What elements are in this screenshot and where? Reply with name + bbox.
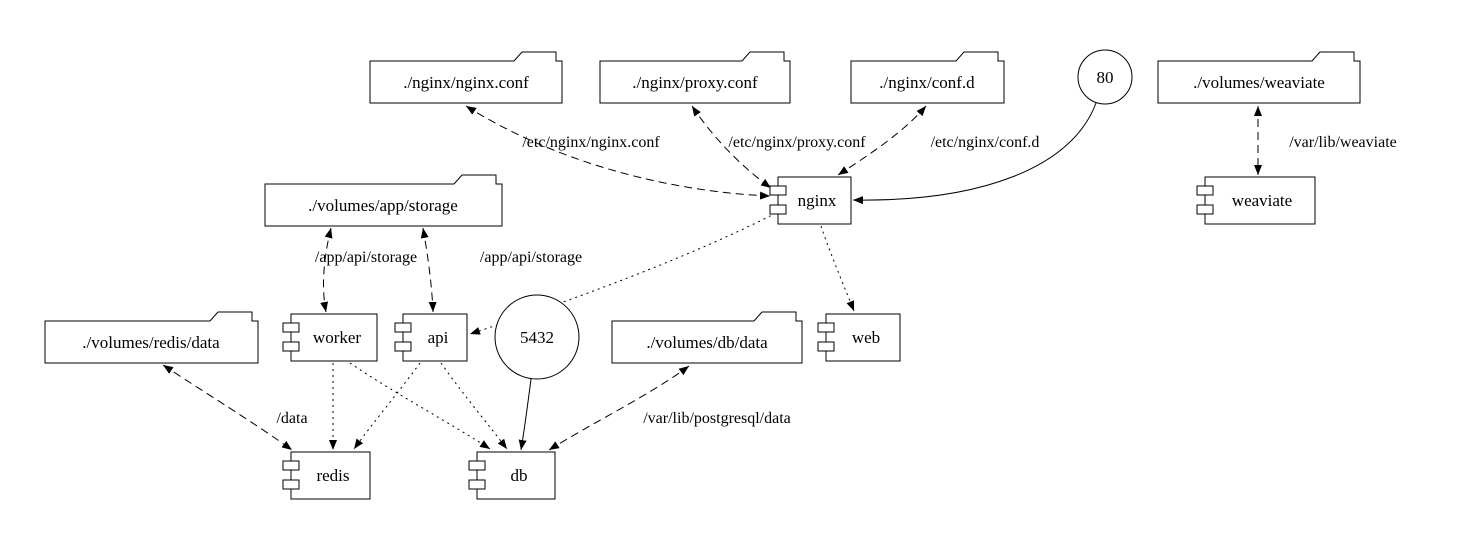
edge-api-to-app-storage [420, 227, 437, 313]
component-tab [1196, 185, 1214, 196]
node-redis: redis [282, 451, 371, 500]
node-redis-data: ./volumes/redis/data [44, 311, 259, 364]
component-tab [468, 479, 486, 490]
node-nginx: nginx [769, 176, 852, 225]
node-label: ./volumes/db/data [646, 333, 768, 352]
node-label: 5432 [520, 328, 554, 347]
folder-shape [369, 51, 563, 104]
node-label: weaviate [1232, 191, 1292, 210]
edge-nginx-to-web [820, 225, 855, 312]
node-web: web [817, 313, 901, 362]
edge-label: /etc/nginx/proxy.conf [728, 134, 866, 151]
folder-shape [264, 174, 503, 227]
component-tab [394, 322, 412, 333]
component-tab [769, 204, 787, 215]
component-tab [282, 341, 300, 352]
node-label: ./volumes/weaviate [1193, 73, 1325, 92]
node-worker: worker [282, 313, 378, 362]
node-weaviate: weaviate [1196, 176, 1316, 225]
node-port-80: 80 [1077, 49, 1133, 105]
component-shape [290, 451, 371, 500]
component-shape [825, 313, 901, 362]
node-api: api [394, 313, 468, 362]
folder-shape [1157, 51, 1361, 104]
node-app-storage: ./volumes/app/storage [264, 174, 503, 227]
node-label: nginx [798, 191, 837, 210]
component-tab [1196, 204, 1214, 215]
component-tab [282, 460, 300, 471]
node-label: ./nginx/proxy.conf [632, 73, 758, 92]
edge-api-to-redis [353, 362, 421, 450]
component-shape [476, 451, 556, 500]
node-label: api [428, 328, 449, 347]
component-tab [282, 322, 300, 333]
edge-label: /etc/nginx/nginx.conf [522, 134, 660, 151]
node-label: ./nginx/nginx.conf [403, 73, 529, 92]
edge-nginx-to-proxy-conf [691, 105, 772, 189]
edge-labels-layer: /etc/nginx/nginx.conf /etc/nginx/proxy.c… [276, 134, 1396, 427]
component-tab [817, 322, 835, 333]
edges-layer [162, 102, 1262, 451]
component-shape [402, 313, 468, 362]
node-port-5432: 5432 [494, 294, 580, 380]
edge-db-to-volume [548, 365, 690, 451]
folder-shape [599, 51, 791, 104]
node-label: worker [313, 328, 361, 347]
edge-label: /var/lib/postgresql/data [643, 410, 791, 427]
node-proxy-conf: ./nginx/proxy.conf [599, 51, 791, 104]
node-label: ./volumes/app/storage [308, 196, 458, 215]
edge-redis-to-volume [162, 364, 293, 451]
node-label: web [852, 328, 880, 347]
component-shape [1204, 176, 1316, 225]
component-tab [394, 341, 412, 352]
edge-port80-to-nginx [852, 102, 1097, 205]
node-nginx-conf: ./nginx/nginx.conf [369, 51, 563, 104]
node-conf-d: ./nginx/conf.d [850, 51, 1005, 104]
edge-label: /etc/nginx/conf.d [931, 134, 1040, 151]
node-label: ./nginx/conf.d [879, 73, 975, 92]
node-db: db [468, 451, 556, 500]
component-tab [817, 341, 835, 352]
node-volumes-weaviate: ./volumes/weaviate [1157, 51, 1361, 104]
component-tab [468, 460, 486, 471]
edge-label: /app/api/storage [480, 249, 582, 266]
node-label: 80 [1097, 68, 1114, 87]
node-label: redis [316, 466, 349, 485]
edge-api-to-db [440, 362, 508, 450]
folder-shape [850, 51, 1005, 104]
nodes-layer: ./nginx/nginx.conf ./nginx/proxy.conf ./… [44, 49, 1361, 500]
component-shape [777, 176, 852, 225]
port-circle [1077, 49, 1133, 105]
node-label: db [511, 466, 528, 485]
component-tab [282, 479, 300, 490]
edge-nginx-to-conf-d [837, 105, 927, 176]
port-circle [494, 294, 580, 380]
folder-shape [611, 311, 803, 364]
component-tab [769, 185, 787, 196]
edge-worker-to-app-storage [320, 227, 333, 313]
edge-label: /app/api/storage [315, 249, 417, 266]
edge-nginx-to-nginx-conf [465, 105, 771, 200]
folder-shape [44, 311, 259, 364]
node-label: ./volumes/redis/data [82, 333, 220, 352]
node-db-data: ./volumes/db/data [611, 311, 803, 364]
edge-label: /var/lib/weaviate [1289, 134, 1397, 151]
edge-port5432-to-db [518, 378, 532, 451]
edge-label: /data [276, 410, 307, 427]
edge-worker-to-db [349, 362, 491, 450]
component-shape [290, 313, 378, 362]
